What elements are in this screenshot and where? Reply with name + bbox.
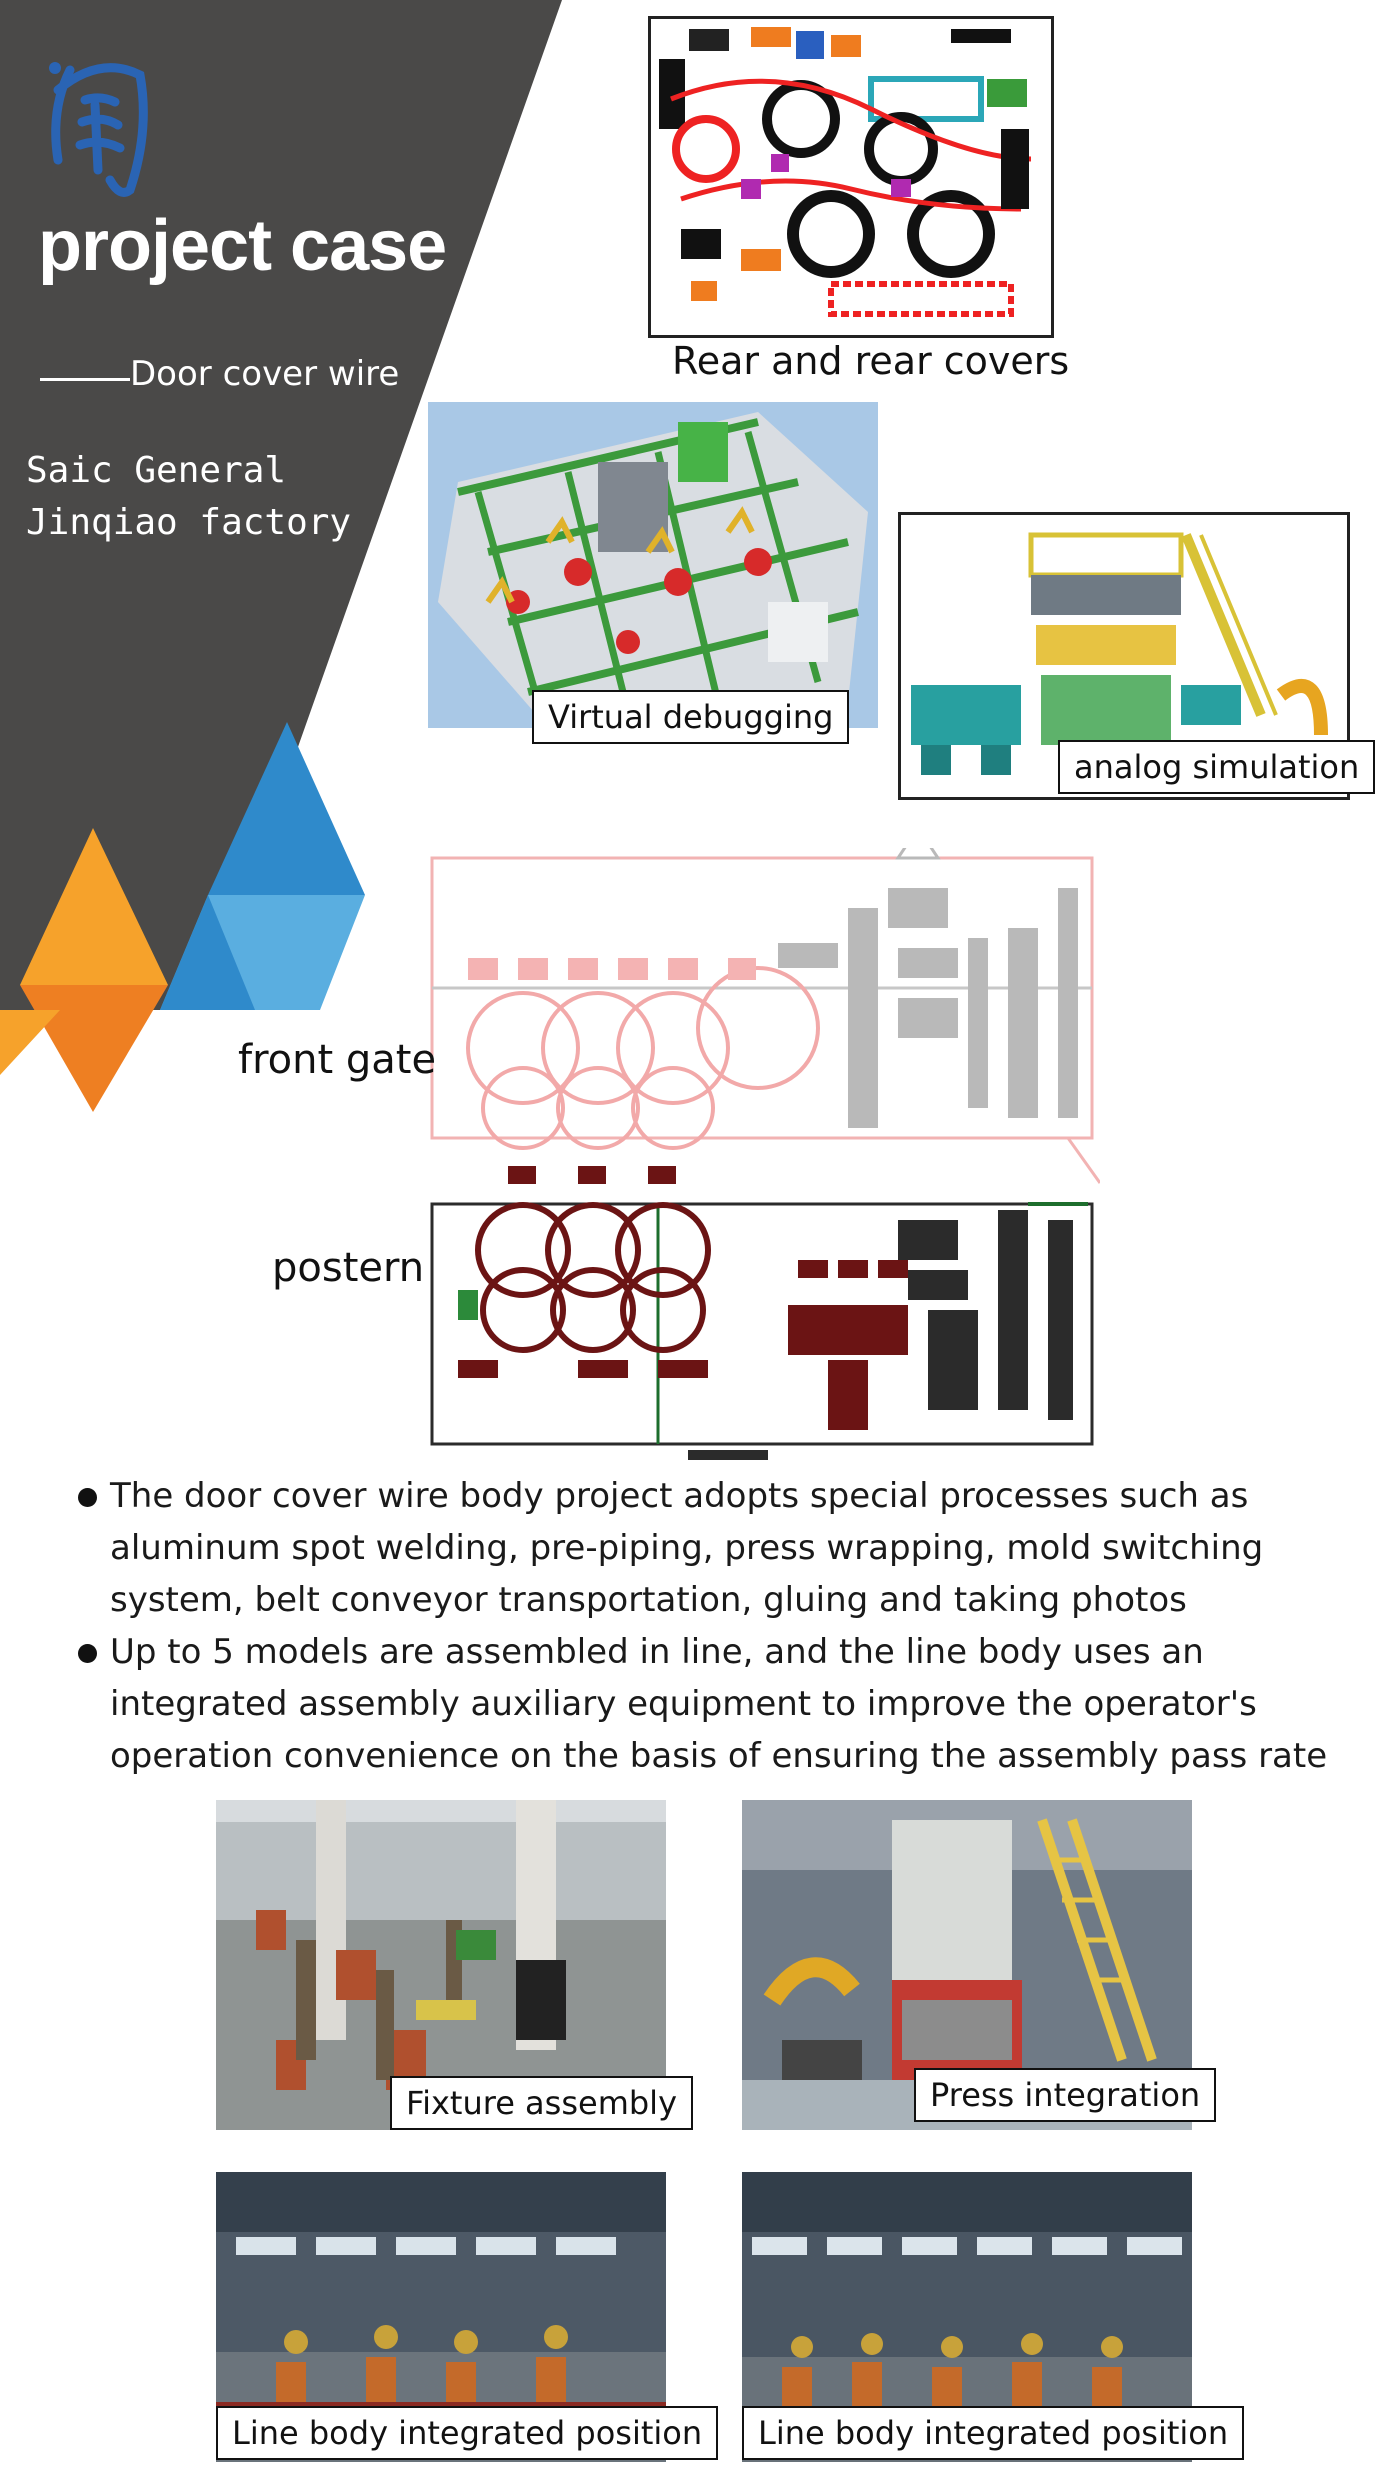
bullet-icon [78,1644,97,1663]
description-item: The door cover wire body project adopts … [78,1470,1338,1626]
page-title: project case [38,206,447,286]
photo-caption: Line body integrated position [742,2406,1245,2460]
page-subtitle: Door cover wire [130,354,400,394]
photo-fixture-assembly-image [216,1800,666,2130]
postern-caption: postern [272,1245,425,1291]
photo-fixture-assembly [216,1800,666,2130]
description-item-text: Up to 5 models are assembled in line, an… [110,1632,1328,1776]
factory-line-1: Saic General [26,450,287,491]
subtitle-rule [40,378,130,381]
analog-simulation-caption: analog simulation [1058,740,1376,794]
company-logo-icon [49,62,148,197]
photo-caption: Press integration [914,2068,1217,2122]
postern-layout [428,1160,1100,1460]
postern-drawing [430,1166,1094,1460]
front-gate-layout [428,848,1100,1188]
bullet-icon [78,1488,97,1507]
description-list: The door cover wire body project adopts … [78,1470,1338,1782]
rear-covers-drawing [651,19,1051,335]
factory-line-2: Jinqiao factory [26,502,352,543]
description-item: Up to 5 models are assembled in line, an… [78,1626,1338,1782]
virtual-debugging-render [428,402,878,728]
factory-name: Saic General Jinqiao factory [26,445,351,549]
photo-caption: Fixture assembly [390,2076,693,2130]
front-gate-caption: front gate [238,1037,437,1083]
photo-caption: Line body integrated position [216,2406,719,2460]
description-item-text: The door cover wire body project adopts … [110,1476,1264,1620]
banner-background [0,0,562,1112]
rear-covers-caption: Rear and rear covers [672,339,1070,383]
front-gate-drawing [430,848,1100,1184]
virtual-debugging-drawing [428,402,878,728]
virtual-debugging-caption: Virtual debugging [532,690,850,744]
rear-covers-layout [648,16,1054,338]
